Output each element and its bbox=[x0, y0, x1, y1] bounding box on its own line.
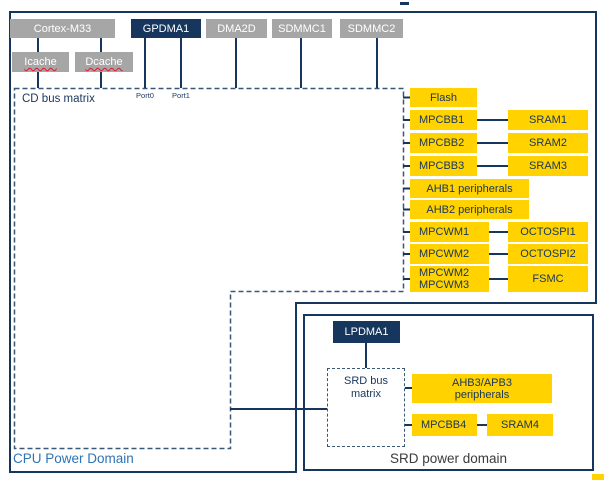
block-sdmmc2: SDMMC2 bbox=[340, 19, 403, 38]
block-flash: Flash bbox=[410, 88, 477, 107]
block-mpcbb2: MPCBB2 bbox=[410, 133, 477, 153]
port1-label: Port1 bbox=[172, 91, 190, 100]
cpu-power-domain-label: CPU Power Domain bbox=[13, 451, 134, 466]
block-mpcbb4: MPCBB4 bbox=[412, 414, 477, 436]
block-dma2d: DMA2D bbox=[206, 19, 267, 38]
block-ahb3-apb3-peripherals: AHB3/APB3 peripherals bbox=[412, 374, 552, 403]
dcache-label: Dcache bbox=[85, 56, 123, 68]
icache-label: Icache bbox=[24, 56, 57, 68]
cutoff-yellow-sliver bbox=[592, 474, 604, 480]
srd-power-domain-label: SRD power domain bbox=[389, 451, 508, 466]
block-ahb2-peripherals: AHB2 peripherals bbox=[410, 200, 529, 219]
block-lpdma1: LPDMA1 bbox=[333, 321, 400, 343]
block-mpcwm1: MPCWM1 bbox=[410, 222, 489, 242]
block-ahb1-peripherals: AHB1 peripherals bbox=[410, 179, 529, 198]
block-sram4: SRAM4 bbox=[487, 414, 553, 436]
srd-bus-matrix: SRD bus matrix bbox=[327, 368, 405, 447]
block-sdmmc1: SDMMC1 bbox=[272, 19, 332, 38]
top-border-tick bbox=[400, 2, 409, 5]
block-dcache: Dcache bbox=[75, 52, 133, 72]
cd-bus-matrix-label: CD bus matrix bbox=[22, 93, 95, 105]
srd-power-domain-border bbox=[303, 314, 594, 471]
block-sram2: SRAM2 bbox=[508, 133, 588, 153]
block-sram3: SRAM3 bbox=[508, 156, 588, 176]
block-octospi1: OCTOSPI1 bbox=[508, 222, 588, 242]
block-sram1: SRAM1 bbox=[508, 110, 588, 130]
port0-label: Port0 bbox=[136, 91, 154, 100]
block-octospi2: OCTOSPI2 bbox=[508, 244, 588, 264]
block-mpcwm2-mpcwm3: MPCWM2 MPCWM3 bbox=[410, 266, 489, 292]
block-mpcwm2: MPCWM2 bbox=[410, 244, 489, 264]
cpu-power-domain-border bbox=[9, 11, 597, 473]
block-fsmc: FSMC bbox=[508, 266, 588, 292]
cd-bus-matrix-outline bbox=[13, 87, 405, 450]
block-icache: Icache bbox=[12, 52, 69, 72]
block-gpdma1: GPDMA1 bbox=[131, 19, 201, 38]
block-mpcbb3: MPCBB3 bbox=[410, 156, 477, 176]
block-mpcbb1: MPCBB1 bbox=[410, 110, 477, 130]
block-cortex-m33: Cortex-M33 bbox=[10, 19, 115, 38]
